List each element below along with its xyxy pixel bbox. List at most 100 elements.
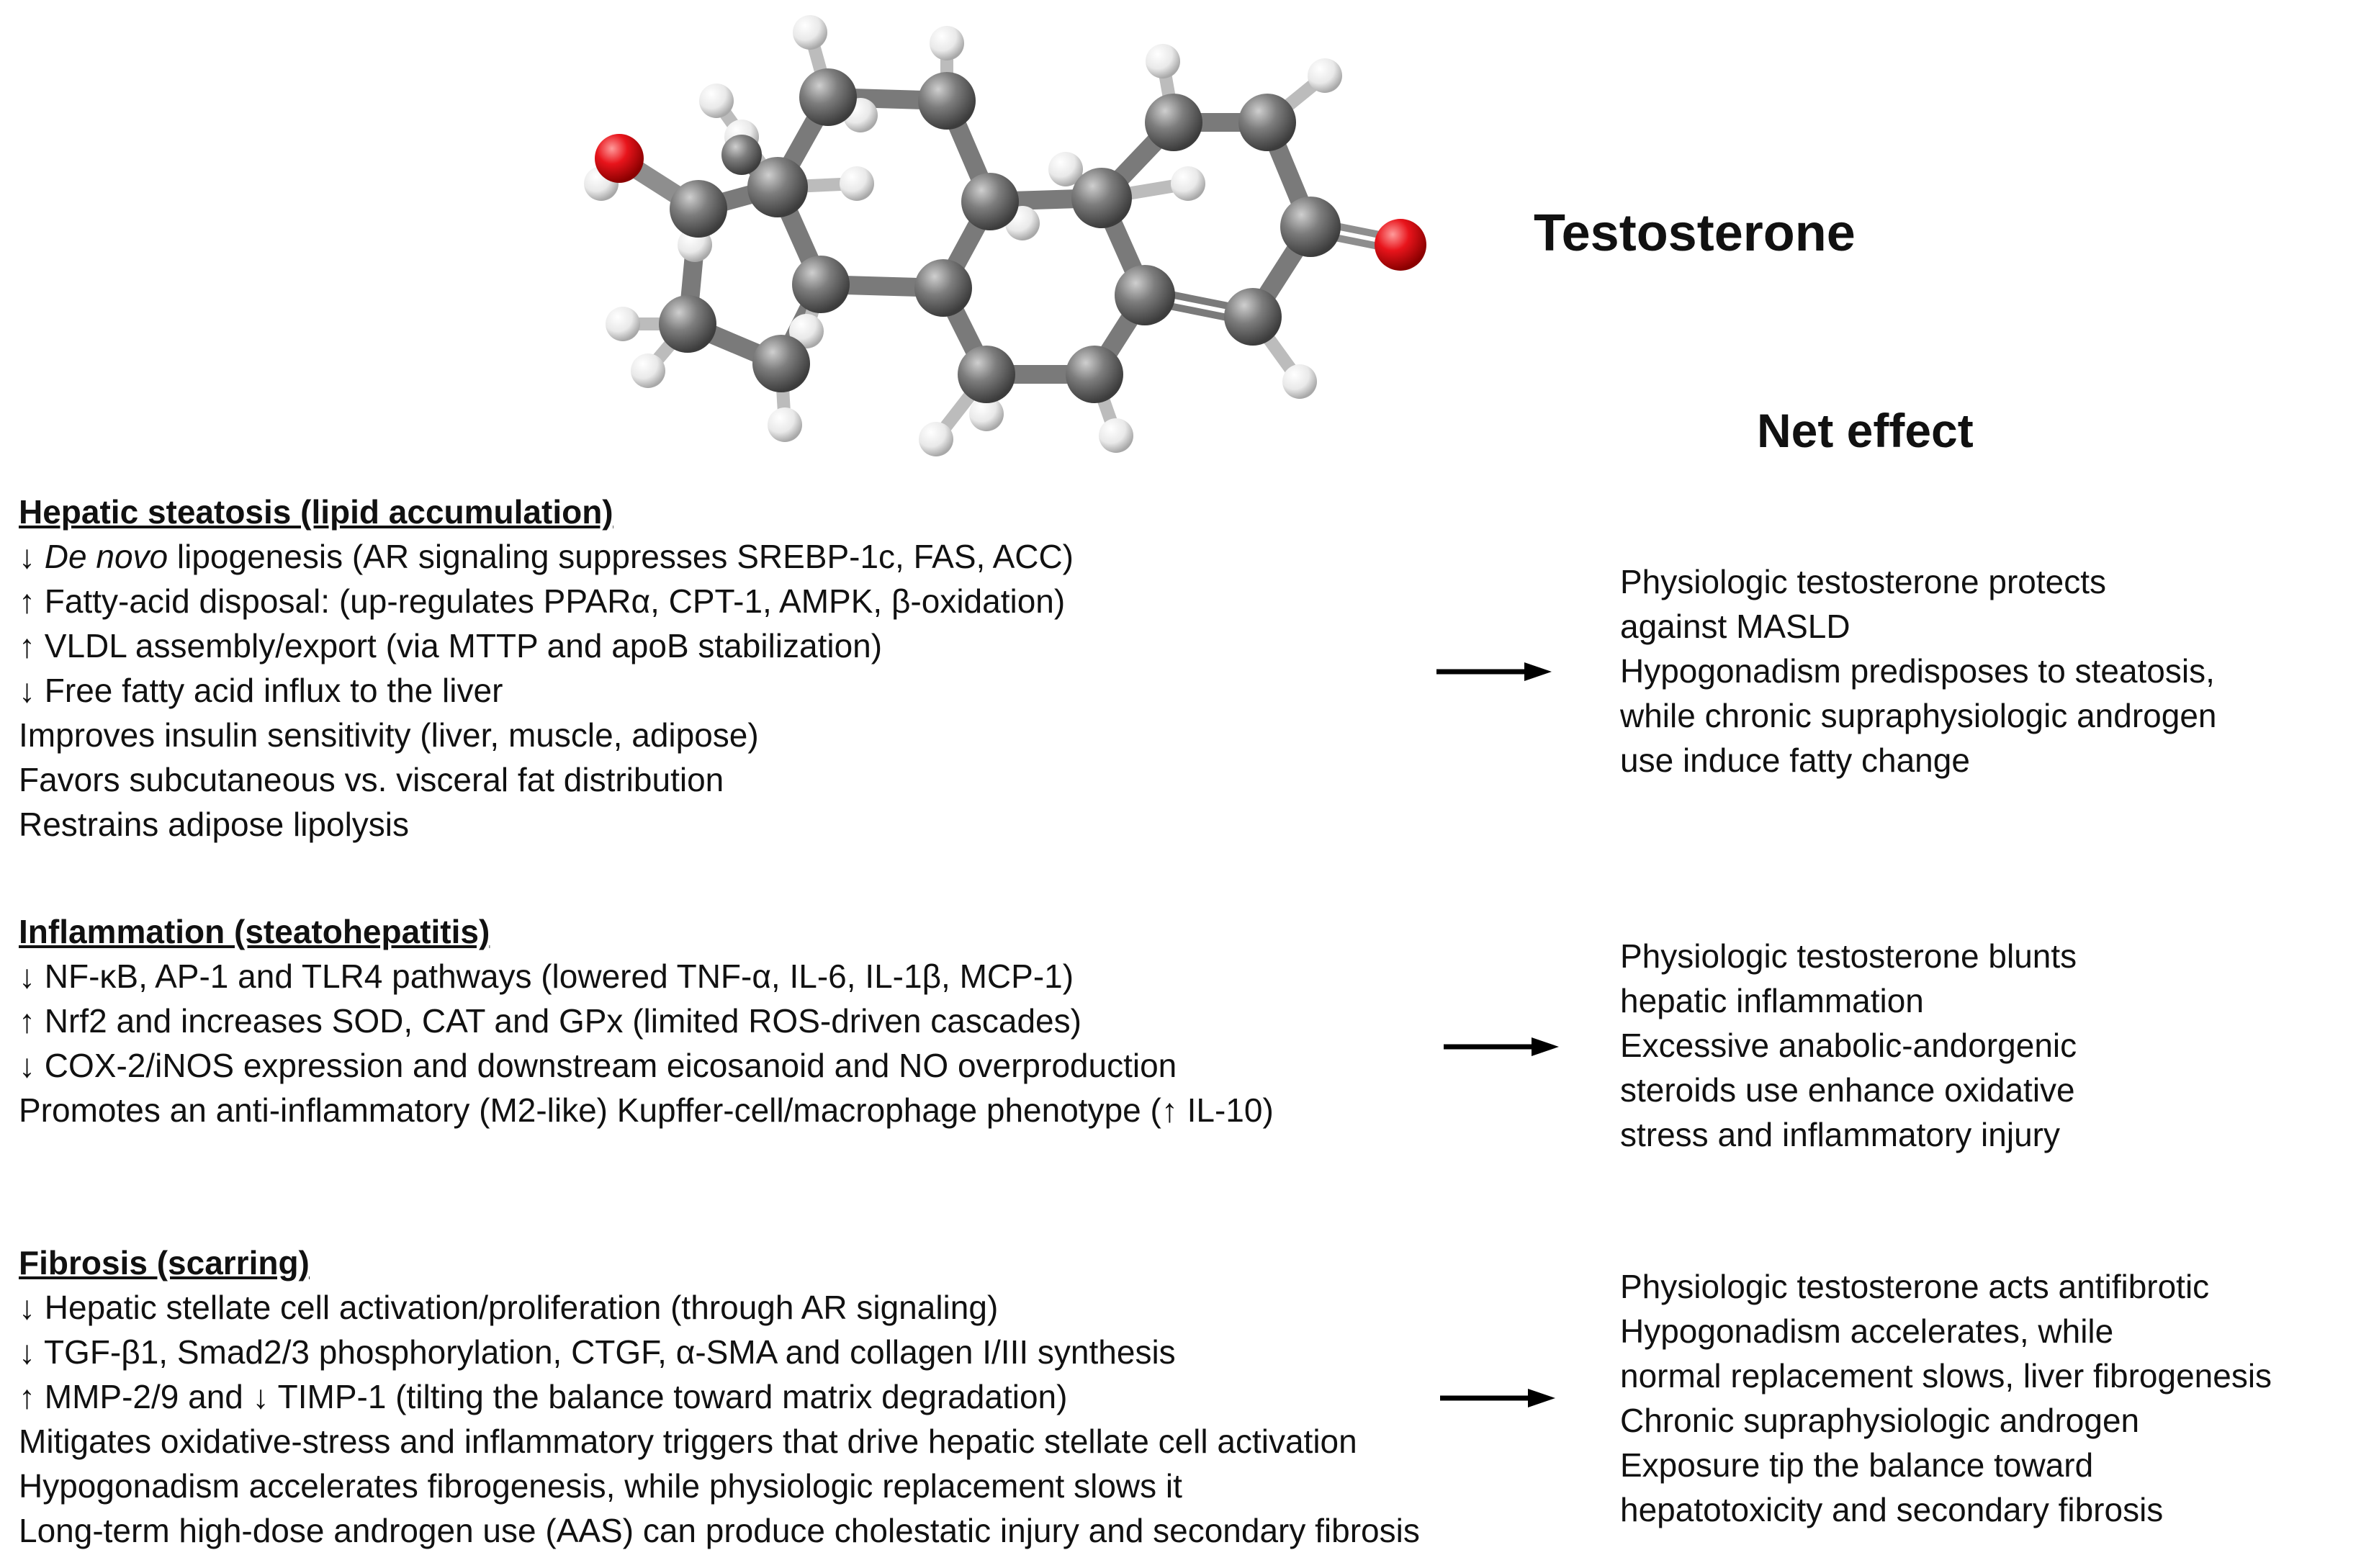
net-effect-line: hepatotoxicity and secondary fibrosis (1620, 1491, 2164, 1528)
net-effect-line: Hypogonadism predisposes to steatosis, (1620, 652, 2215, 690)
mechanism-text: ↑ MMP-2/9 and ↓ TIMP-1 (tilting the bala… (19, 1378, 1068, 1415)
mechanism-text: Mitigates oxidative-stress and inflammat… (19, 1423, 1357, 1460)
section-fibrosis: Fibrosis (scarring) ↓ Hepatic stellate c… (19, 1240, 1420, 1553)
hydrogen-atom (1099, 418, 1133, 453)
carbon-atom (1071, 168, 1132, 228)
net-effect-line: Hypogonadism accelerates, while (1620, 1312, 2114, 1350)
hydrogen-atom (969, 397, 1004, 431)
hydrogen-atom (699, 84, 734, 118)
section-heading: Fibrosis (scarring) (19, 1244, 310, 1281)
hydrogen-atom (793, 15, 827, 50)
net-effect-line: normal replacement slows, liver fibrogen… (1620, 1357, 2272, 1394)
right-arrow-icon (1444, 1037, 1559, 1056)
carbon-atom (721, 135, 762, 175)
carbon-atom (918, 72, 976, 130)
mechanism-text: Hypogonadism accelerates fibrogenesis, w… (19, 1467, 1182, 1505)
mechanism-line: ↓ De novo lipogenesis (AR signaling supp… (19, 534, 1074, 579)
section-heading: Inflammation (steatohepatitis) (19, 913, 490, 950)
molecule-title: Testosterone (1534, 204, 1856, 262)
net-effect-line: Exposure tip the balance toward (1620, 1446, 2094, 1484)
section-hepatic-steatosis: Hepatic steatosis (lipid accumulation) ↓… (19, 490, 1074, 847)
carbon-atom (1238, 94, 1296, 151)
mechanism-text: ↑ VLDL assembly/export (via MTTP and apo… (19, 627, 883, 664)
net-effect-inflammation: Physiologic testosterone blunts hepatic i… (1620, 934, 2077, 1157)
mechanism-line: ↑ Fatty-acid disposal: (up-regulates PPA… (19, 579, 1074, 623)
hydrogen-atom (1282, 364, 1317, 399)
hydrogen-atom (1171, 166, 1205, 201)
net-effect-line: while chronic supraphysiologic androgen (1620, 697, 2217, 734)
carbon-atom (914, 259, 972, 317)
net-effect-line: Excessive anabolic-andorgenic (1620, 1027, 2077, 1064)
net-effect-line: Physiologic testosterone blunts (1620, 937, 2077, 975)
mechanism-text: ↓ Hepatic stellate cell activation/proli… (19, 1289, 999, 1326)
mechanism-line: ↓ Free fatty acid influx to the liver (19, 668, 1074, 713)
mechanism-text: lipogenesis (AR signaling suppresses SRE… (168, 538, 1074, 575)
hydrogen-atom (606, 307, 640, 341)
mechanism-line: ↑ Nrf2 and increases SOD, CAT and GPx (l… (19, 999, 1274, 1043)
carbon-atom (1115, 265, 1175, 325)
hydrogen-atom (768, 407, 802, 442)
mechanism-text: Improves insulin sensitivity (liver, mus… (19, 716, 759, 754)
hydrogen-atom (631, 353, 665, 388)
net-effect-fibrosis: Physiologic testosterone acts antifibrot… (1620, 1264, 2272, 1532)
mechanism-line: Hypogonadism accelerates fibrogenesis, w… (19, 1464, 1420, 1508)
mechanism-line: ↑ MMP-2/9 and ↓ TIMP-1 (tilting the bala… (19, 1374, 1420, 1419)
hydrogen-atom (789, 314, 824, 348)
mechanism-text: ↑ Fatty-acid disposal: (up-regulates PPA… (19, 582, 1066, 620)
mechanism-line: Favors subcutaneous vs. visceral fat dis… (19, 757, 1074, 802)
carbon-atom (799, 68, 857, 126)
carbon-atom (1280, 197, 1341, 257)
net-effect-line: hepatic inflammation (1620, 982, 1924, 1019)
mechanism-emphasis: De novo (44, 538, 168, 575)
section-heading: Hepatic steatosis (lipid accumulation) (19, 493, 613, 531)
mechanism-line: Promotes an anti-inflammatory (M2-like) … (19, 1088, 1274, 1132)
carbon-atom (1145, 94, 1202, 151)
hydrogen-atom (1146, 44, 1180, 78)
mechanism-list: ↓ De novo lipogenesis (AR signaling supp… (19, 534, 1074, 847)
net-effect-line: Physiologic testosterone protects (1620, 563, 2107, 600)
oxygen-atom (1375, 219, 1426, 271)
right-arrow-icon (1436, 662, 1552, 681)
mechanism-line: Long-term high-dose androgen use (AAS) c… (19, 1508, 1420, 1553)
mechanism-line: Mitigates oxidative-stress and inflammat… (19, 1419, 1420, 1464)
carbon-atom (1066, 346, 1123, 403)
hydrogen-atom (919, 422, 953, 456)
carbon-atom (958, 346, 1015, 403)
oxygen-atom (595, 134, 644, 183)
net-effect-line: use induce fatty change (1620, 742, 1970, 779)
mechanism-text: ↓ COX-2/iNOS expression and downstream e… (19, 1047, 1177, 1084)
net-effect-line: Physiologic testosterone acts antifibrot… (1620, 1268, 2210, 1305)
net-effect-title: Net effect (1757, 404, 1974, 457)
mechanism-text: Long-term high-dose androgen use (AAS) c… (19, 1512, 1420, 1549)
carbon-atom (961, 173, 1019, 230)
section-inflammation: Inflammation (steatohepatitis) ↓ NF-κB, … (19, 909, 1274, 1132)
mechanism-text: Promotes an anti-inflammatory (M2-like) … (19, 1091, 1274, 1129)
mechanism-text: ↓ NF-κB, AP-1 and TLR4 pathways (lowered… (19, 958, 1074, 995)
mechanism-line: Improves insulin sensitivity (liver, mus… (19, 713, 1074, 757)
net-effect-line: steroids use enhance oxidative (1620, 1071, 2075, 1109)
net-effect-line: Chronic supraphysiologic androgen (1620, 1402, 2140, 1439)
mechanism-line: ↑ VLDL assembly/export (via MTTP and apo… (19, 623, 1074, 668)
mechanism-line: Restrains adipose lipolysis (19, 802, 1074, 847)
carbon-atom (792, 256, 850, 313)
net-effect-steatosis: Physiologic testosterone protects against… (1620, 559, 2217, 783)
mechanism-text: Restrains adipose lipolysis (19, 806, 410, 843)
mechanism-text: Favors subcutaneous vs. visceral fat dis… (19, 761, 724, 798)
mechanism-list: ↓ NF-κB, AP-1 and TLR4 pathways (lowered… (19, 954, 1274, 1132)
mechanism-line: ↓ NF-κB, AP-1 and TLR4 pathways (lowered… (19, 954, 1274, 999)
right-arrow-icon (1440, 1389, 1555, 1407)
molecule-atoms (584, 15, 1426, 456)
hydrogen-atom (1308, 58, 1342, 93)
carbon-atom (1224, 288, 1282, 346)
mechanism-line: ↓ COX-2/iNOS expression and downstream e… (19, 1043, 1274, 1088)
mechanism-line: ↓ Hepatic stellate cell activation/proli… (19, 1285, 1420, 1330)
carbon-atom (670, 180, 727, 238)
hydrogen-atom (1048, 152, 1083, 186)
hydrogen-atom (840, 166, 874, 201)
net-effect-line: stress and inflammatory injury (1620, 1116, 2060, 1153)
carbon-atom (747, 157, 808, 217)
mechanism-text: ↓ Free fatty acid influx to the liver (19, 672, 503, 709)
mechanism-text: ↓ (19, 538, 45, 575)
net-effect-line: against MASLD (1620, 608, 1850, 645)
mechanism-text: ↓ TGF-β1, Smad2/3 phosphorylation, CTGF,… (19, 1333, 1176, 1371)
